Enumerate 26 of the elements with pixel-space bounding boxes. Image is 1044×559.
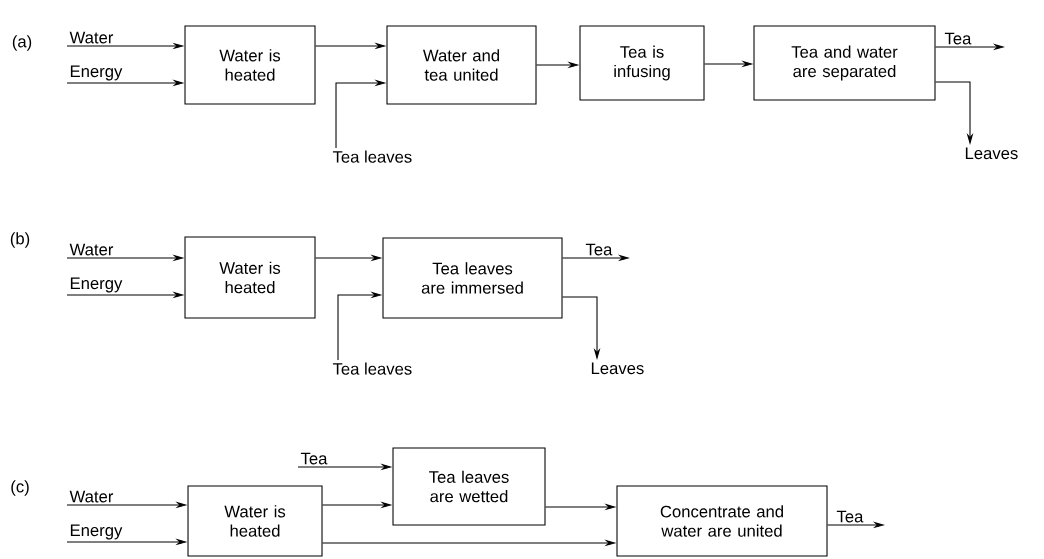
process-box: Water and tea united: [386, 25, 537, 105]
process-box: Water is heated: [184, 236, 316, 319]
input-label: Tea leaves: [332, 150, 412, 163]
process-box: Water is heated: [187, 485, 323, 557]
input-label: Energy: [70, 277, 123, 293]
input-label: Tea leaves: [332, 362, 412, 375]
panel-label: (b): [10, 232, 30, 248]
output-label: Leaves: [965, 147, 1018, 160]
output-label: Tea: [585, 243, 613, 256]
panel-label: (c): [11, 480, 29, 496]
panel-label: (a): [12, 35, 32, 51]
process-box: Tea leaves are wetted: [392, 447, 546, 526]
process-box: Concentrate and water are united: [616, 485, 828, 557]
input-label: Tea: [300, 452, 328, 465]
process-box: Tea leaves are immersed: [382, 237, 563, 319]
input-label: Energy: [70, 524, 123, 540]
input-label: Energy: [70, 65, 123, 81]
process-box: Tea and water are separated: [753, 25, 936, 101]
input-label: Water: [69, 31, 114, 44]
process-box: Water is heated: [184, 25, 316, 105]
process-box: Tea is infusing: [579, 25, 705, 101]
output-label: Tea: [944, 32, 972, 45]
output-label: Leaves: [591, 362, 644, 375]
input-label: Water: [69, 243, 114, 256]
output-label: Tea: [836, 510, 864, 523]
input-label: Water: [69, 490, 114, 503]
